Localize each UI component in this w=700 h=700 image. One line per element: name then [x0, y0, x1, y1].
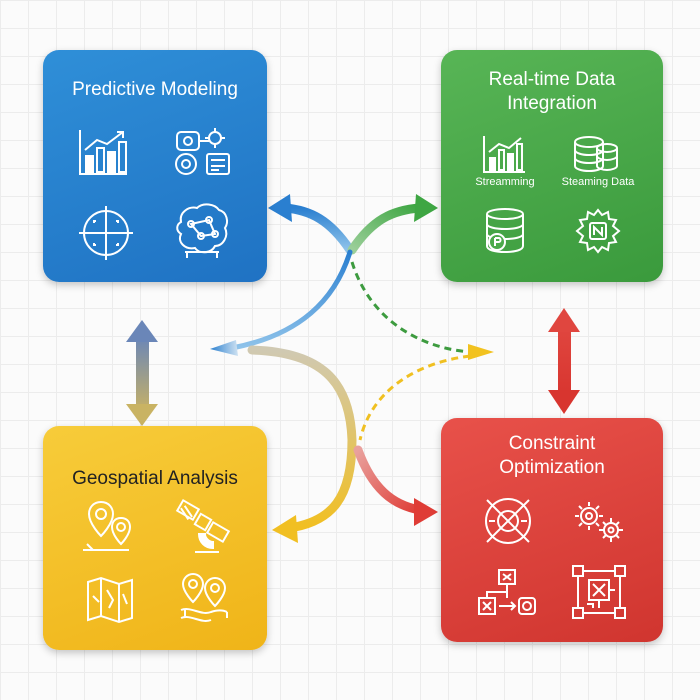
flowchart-icon	[477, 568, 541, 618]
database-stack-icon	[571, 134, 621, 174]
curve-arrow-to-realtime	[347, 194, 438, 255]
gear-chip-icon	[573, 206, 623, 256]
panel-geospatial-analysis[interactable]: Geospatial Analysis	[43, 426, 267, 650]
folded-map-icon	[85, 576, 135, 624]
panel-predictive-modeling[interactable]: Predictive Modeling	[43, 50, 267, 282]
panel-title-line1: Constraint	[508, 433, 596, 454]
curve-arrow-to-predictive	[268, 194, 355, 255]
panel-constraint-optimization[interactable]: Constraint Optimization	[441, 418, 663, 642]
dashed-arrow-green	[350, 261, 494, 360]
network-map-icon	[171, 200, 233, 260]
vertical-double-arrow-right	[548, 308, 580, 414]
location-pins-icon	[177, 570, 231, 626]
panel-title-line2: Optimization	[499, 457, 605, 478]
map-pins-icon	[79, 498, 135, 556]
vertical-double-arrow-left	[126, 320, 158, 426]
curve-arrow-to-geospatial	[247, 345, 357, 543]
dashed-arrow-yellow	[358, 354, 471, 441]
panel-title: Predictive Modeling	[72, 79, 238, 100]
database-coin-icon	[481, 206, 529, 256]
streaming-chart-icon	[481, 134, 527, 174]
gears-network-icon	[169, 126, 233, 180]
bar-chart-growth-icon	[77, 128, 131, 178]
crosshair-target-icon	[79, 206, 133, 260]
central-sweep-blue	[210, 249, 353, 356]
constraint-matrix-icon	[571, 564, 627, 620]
panel-realtime-data-integration[interactable]: Real-time Data Integration Streamming St…	[441, 50, 663, 282]
panel-title: Geospatial Analysis	[72, 468, 238, 489]
panel-title-line1: Real-time Data	[488, 69, 616, 90]
steaming-data-label: Steaming Data	[561, 176, 635, 188]
streaming-label: Streamming	[475, 176, 535, 188]
satellite-icon	[175, 498, 231, 556]
curve-arrow-to-constraint	[353, 445, 438, 526]
gears-icon	[571, 498, 627, 546]
panel-title-line2: Integration	[507, 93, 597, 114]
crossed-target-icon	[481, 494, 535, 548]
